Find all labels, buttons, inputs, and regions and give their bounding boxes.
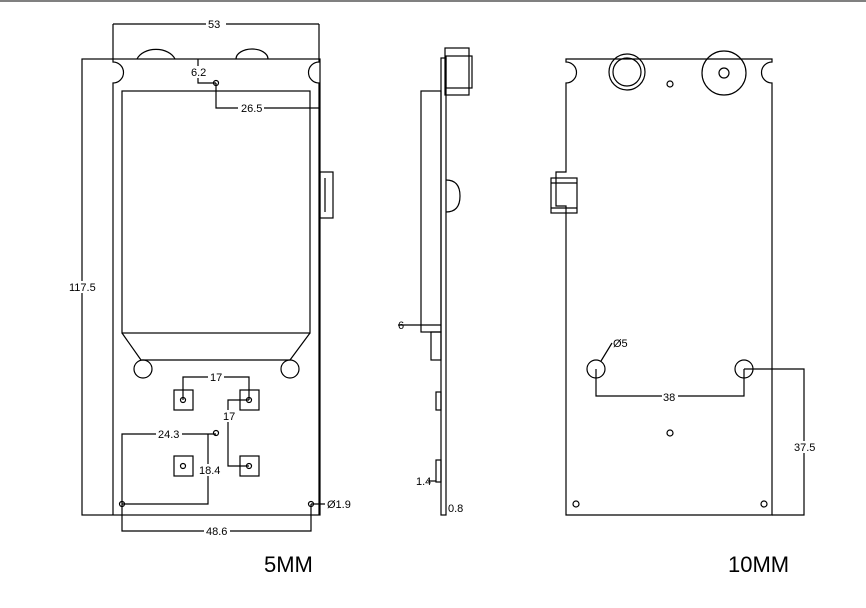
- side-view: 6 1.4 0.8: [398, 47, 473, 516]
- component-profile: [435, 459, 442, 483]
- lcd-module-side: [420, 90, 442, 333]
- dim-6: 6: [398, 320, 404, 332]
- small-hole: [666, 80, 674, 88]
- dim-38: 38: [663, 392, 675, 404]
- dim-18-4: 18.4: [199, 465, 220, 477]
- back-small-hole: [666, 429, 674, 437]
- button-left: [133, 359, 153, 379]
- dim-d5: Ø5: [613, 338, 628, 350]
- buzzer: [701, 50, 747, 96]
- top-components: [136, 48, 269, 60]
- dim-0-8: 0.8: [448, 503, 463, 515]
- dim-lines-bottom: [121, 433, 325, 532]
- dim-26-5: 26.5: [241, 103, 262, 115]
- scale-label-5mm: 5MM: [264, 552, 313, 577]
- jack-outer: [608, 53, 646, 91]
- dim-6-2: 6.2: [191, 67, 206, 79]
- dim-117-5: 117.5: [69, 282, 96, 294]
- dim-d1-9: Ø1.9: [327, 499, 351, 511]
- jack-inner: [612, 57, 642, 87]
- top-connector: [444, 47, 470, 96]
- board-left-edge: [112, 24, 125, 515]
- side-connector-profile: [445, 179, 461, 213]
- dim-lines-top: [197, 59, 319, 109]
- dim-17-v: 17: [223, 411, 235, 423]
- back-outline: [555, 58, 773, 516]
- dim-24-3: 24.3: [158, 429, 179, 441]
- back-mount-left: [572, 500, 580, 508]
- ref-hole-mid: [212, 429, 220, 437]
- dim-1-4: 1.4: [416, 476, 431, 488]
- buzzer-center: [718, 67, 730, 79]
- button-profile: [435, 391, 442, 411]
- button-right: [280, 359, 300, 379]
- lcd-fpc-side: [430, 331, 442, 361]
- dim-48-6: 48.6: [206, 526, 227, 538]
- lcd-taper: [121, 332, 311, 361]
- pcb-edge: [440, 57, 447, 516]
- back-dim-lines: [595, 342, 805, 516]
- dim-37-5: 37.5: [794, 442, 815, 454]
- lcd-screen: [121, 90, 311, 334]
- dim-53: 53: [208, 19, 220, 31]
- back-view: Ø5 38 37.5 10MM: [550, 50, 817, 577]
- side-connector: [319, 171, 334, 219]
- top-connector-inner: [445, 55, 473, 89]
- front-view: 53 6.2 26.5 117.5 17 17 24.3 18.4 48.6 Ø…: [68, 18, 351, 577]
- pads: [173, 389, 260, 477]
- scale-label-10mm: 10MM: [728, 552, 789, 577]
- back-mount-right: [760, 500, 768, 508]
- board-right-edge: [307, 24, 320, 515]
- dim-17-h: 17: [210, 372, 222, 384]
- back-side-connector: [550, 177, 578, 214]
- front-outline: [81, 58, 321, 516]
